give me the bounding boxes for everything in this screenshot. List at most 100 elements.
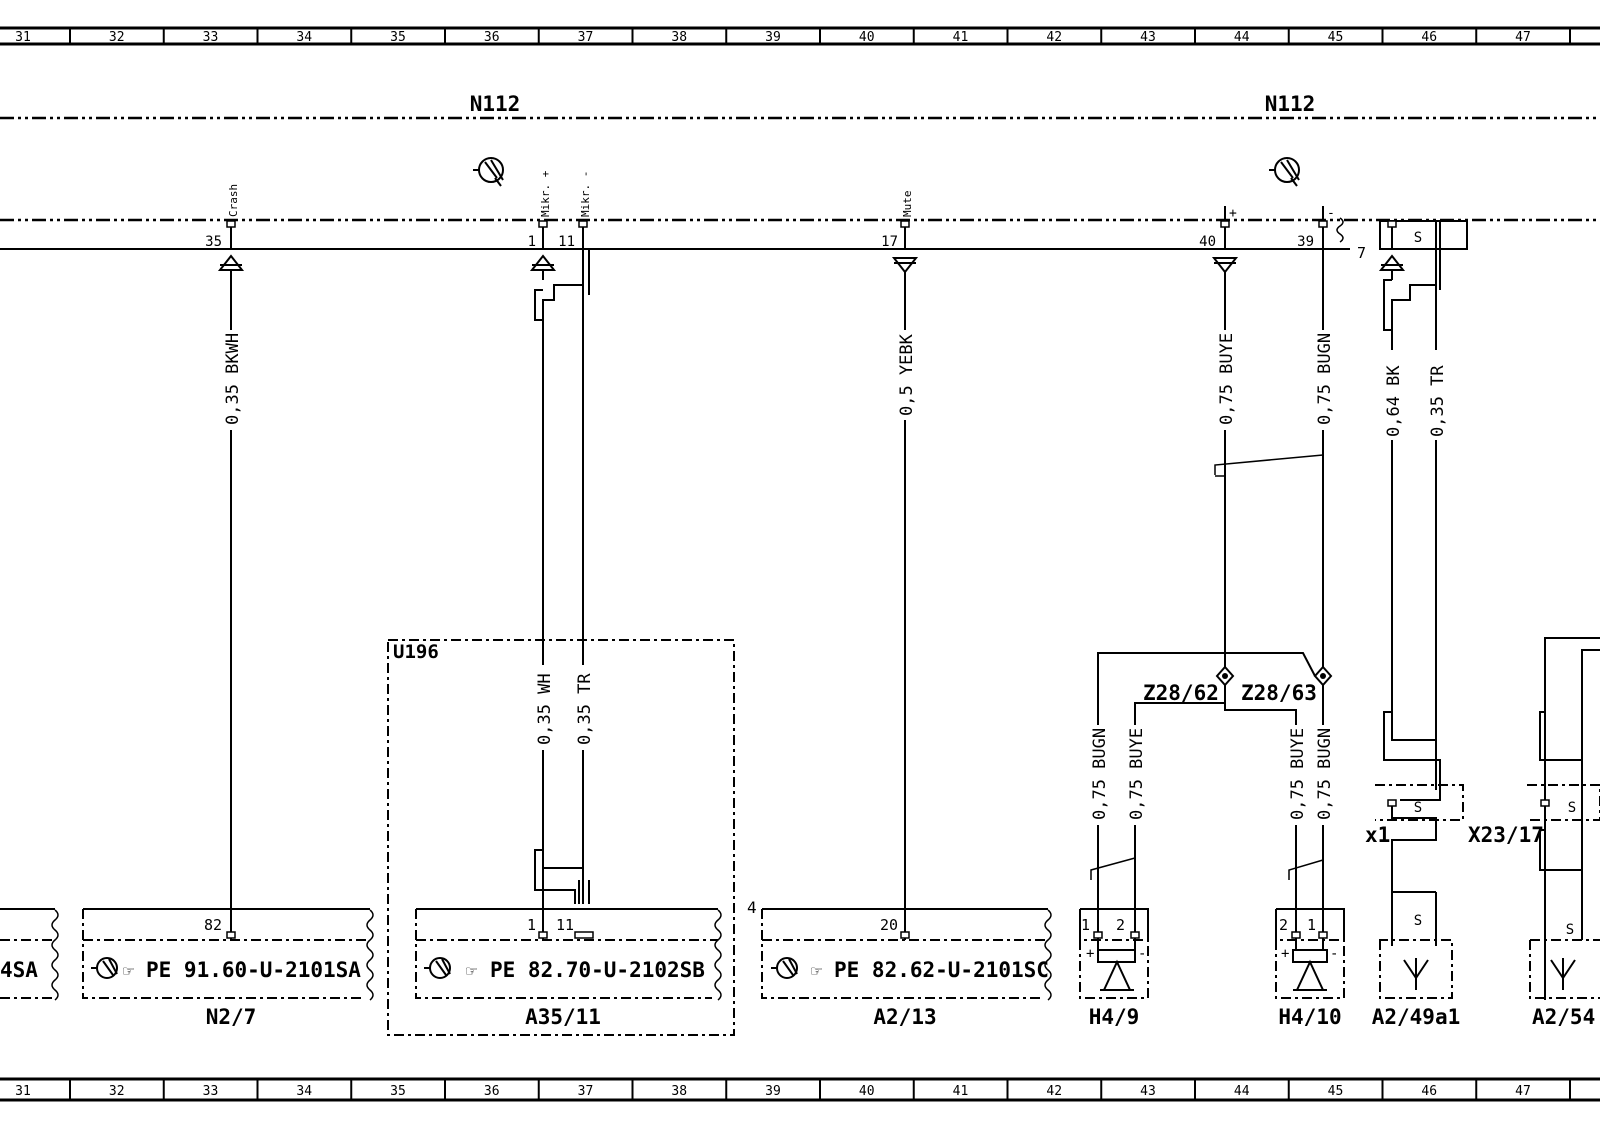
grid-number: 41 <box>953 30 969 45</box>
grid-number: 40 <box>859 1084 875 1099</box>
pin-number: 11 <box>558 234 575 250</box>
microphone-icon <box>473 157 504 187</box>
speaker-icon: + - <box>1086 946 1146 991</box>
arrow-down <box>891 257 919 274</box>
component-label: A2/54 <box>1532 1005 1595 1029</box>
reference-hand-icon: ☞ <box>466 961 477 982</box>
grid-number: 36 <box>484 30 500 45</box>
svg-text:-: - <box>1138 946 1146 962</box>
component-pin: 20 <box>880 916 898 934</box>
microphone-icon <box>91 957 118 979</box>
component-pin: 11 <box>556 916 574 934</box>
grid-number: 43 <box>1140 1084 1156 1099</box>
speaker-icon: + - <box>1281 946 1338 991</box>
wire-label: 0,75 BUYE <box>1288 728 1308 820</box>
component-a2-13: 20 ☞ PE 82.62-U-2101SC A2/13 <box>761 904 1052 1029</box>
splice-label: Z28/62 <box>1143 681 1219 705</box>
grid-number: 42 <box>1046 1084 1062 1099</box>
grid-number: 37 <box>578 30 594 45</box>
grid-number: 41 <box>953 1084 969 1099</box>
component-label: H4/9 <box>1089 1005 1140 1029</box>
splice-z28-62 <box>1215 665 1235 687</box>
pin-name: Mikr. - <box>579 171 592 217</box>
wire-label: 0,35 WH <box>535 673 555 745</box>
component-n2-7: 82 ☞ PE 91.60-U-2101SA N2/7 <box>82 904 374 1029</box>
component-pin: 82 <box>204 916 222 934</box>
grid-number: 35 <box>390 30 406 45</box>
antenna-icon <box>1550 958 1576 990</box>
pin-name: Mute <box>901 191 914 218</box>
grid-number: 43 <box>1140 30 1156 45</box>
splice-label: Z28/63 <box>1241 681 1317 705</box>
grid-number: 31 <box>15 30 31 45</box>
grid-number: 44 <box>1234 30 1250 45</box>
pin-name: Mikr. + <box>539 170 552 217</box>
grid-number: 45 <box>1328 1084 1344 1099</box>
grid-number: 46 <box>1421 30 1437 45</box>
wire-label: 0,35 TR <box>1428 365 1448 437</box>
wire-label: 0,64 BK <box>1384 365 1404 437</box>
component-h4-10: 2 1 + - H4/10 <box>1275 904 1345 1029</box>
svg-text:+: + <box>1281 946 1289 962</box>
grid-number: 47 <box>1515 1084 1531 1099</box>
grid-number: 33 <box>203 30 219 45</box>
pin-35-crash: 35 Crash <box>205 184 240 250</box>
component-label: A2/49a1 <box>1372 1005 1461 1029</box>
grid-number: 46 <box>1421 1084 1437 1099</box>
shield-label: S <box>1414 913 1422 929</box>
pin-name: Crash <box>227 184 240 217</box>
arrow-up <box>217 254 245 271</box>
arrow-down <box>1211 257 1239 274</box>
harness-label-n112-left: N112 <box>470 92 521 116</box>
pe-reference: PE 82.70-U-2102SB <box>490 958 705 982</box>
pin-40-plus: 40 + <box>1199 206 1237 250</box>
pin-number: 35 <box>205 234 222 250</box>
svg-text:+: + <box>1086 946 1094 962</box>
wire-label: 0,35 TR <box>575 673 595 745</box>
component-partial-left: 4SA <box>0 908 59 1001</box>
group-label: U196 <box>393 641 439 663</box>
reference-hand-icon: ☞ <box>811 961 822 982</box>
group-u196-boundary <box>387 639 735 1036</box>
connector-label-x1: x1 <box>1365 823 1390 847</box>
grid-number: 38 <box>671 1084 687 1099</box>
pin-17-mute: 17 Mute <box>881 191 914 251</box>
grid-number: 39 <box>765 30 781 45</box>
component-a2-49a1: A2/49a1 <box>1372 939 1461 1029</box>
grid-number: 33 <box>203 1084 219 1099</box>
wire-pair-speaker <box>1214 249 1324 676</box>
harness-label-n112-right: N112 <box>1265 92 1316 116</box>
wire-pair-shielded <box>1375 249 1464 940</box>
grid-number: 34 <box>296 1084 312 1099</box>
wire-label: 0,35 BKWH <box>223 333 243 425</box>
grid-number: 40 <box>859 30 875 45</box>
grid-number: 39 <box>765 1084 781 1099</box>
pin-7-number: 7 <box>1357 244 1366 262</box>
grid-number: 45 <box>1328 30 1344 45</box>
grid-number: 31 <box>15 1084 31 1099</box>
grid-number: 47 <box>1515 30 1531 45</box>
wire-pair-mic <box>534 249 590 904</box>
antenna-icon <box>1403 958 1429 990</box>
grid-number: 37 <box>578 1084 594 1099</box>
grid-number: 44 <box>1234 1084 1250 1099</box>
svg-text:-: - <box>1330 946 1338 962</box>
connector-label-x23-17: X23/17 <box>1468 823 1544 847</box>
component-pin: 1 <box>1307 916 1316 934</box>
microphone-icon <box>1269 157 1300 187</box>
marker-label: 4 <box>747 898 757 917</box>
wire-bundle-right-edge <box>1527 637 1600 1000</box>
grid-number: 35 <box>390 1084 406 1099</box>
pin-39-minus: 39 - <box>1297 206 1344 250</box>
pe-reference: PE 82.62-U-2101SC <box>834 958 1049 982</box>
shield-label: S <box>1414 800 1422 816</box>
component-label: H4/10 <box>1278 1005 1341 1029</box>
pin-number: 39 <box>1297 234 1314 250</box>
shield-label: S <box>1414 230 1422 246</box>
microphone-icon <box>424 957 451 979</box>
component-h4-9: 1 2 + - H4/9 <box>1079 904 1149 1029</box>
pe-reference: 4SA <box>0 958 38 982</box>
